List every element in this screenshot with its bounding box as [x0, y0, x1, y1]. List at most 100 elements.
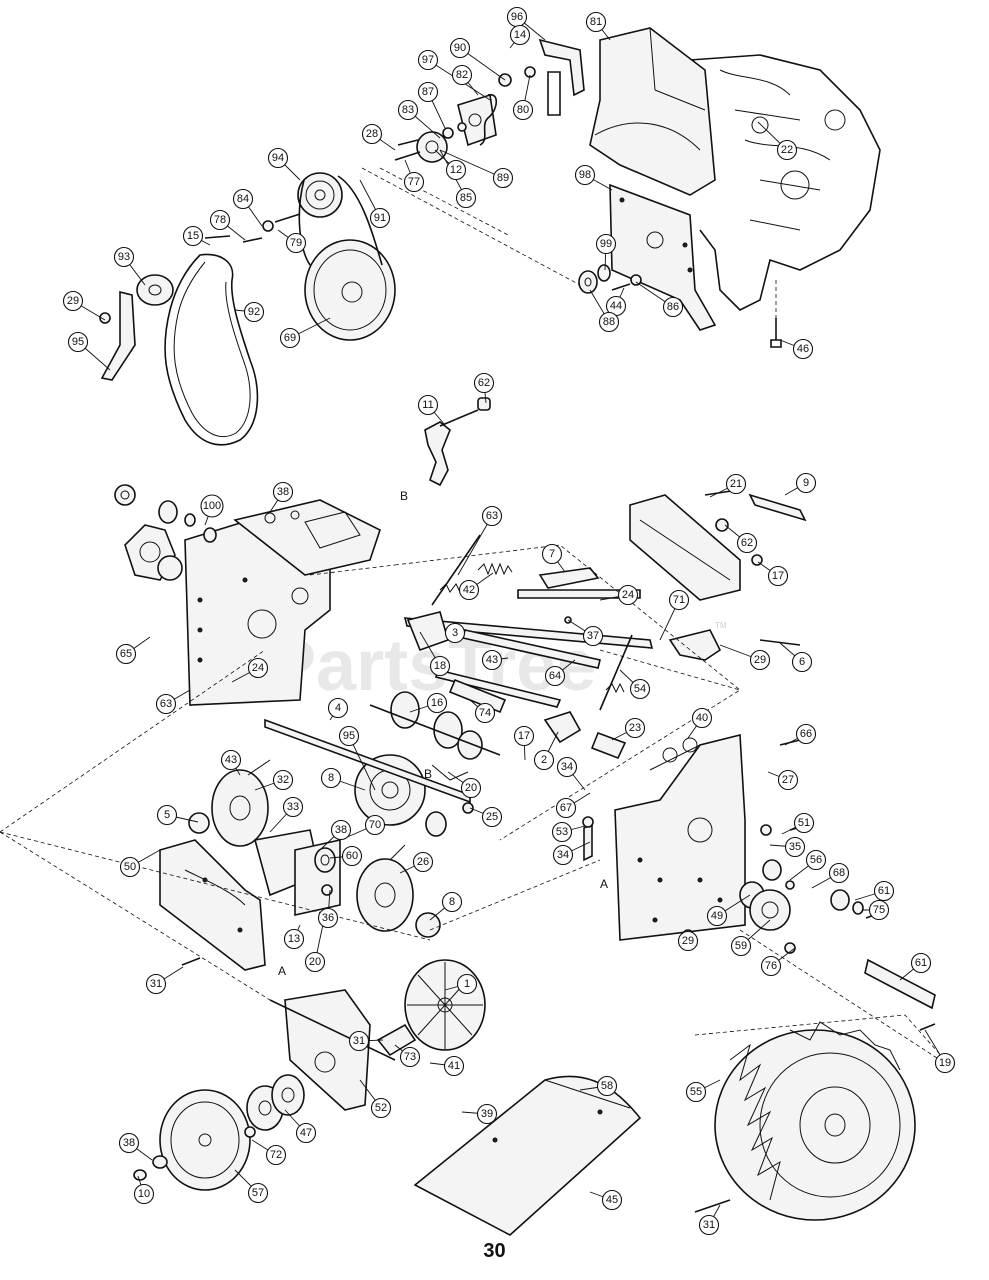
callout-4: 4: [327, 697, 349, 719]
drive-belt-pulleys: [99, 172, 396, 446]
callout-41: 41: [443, 1055, 465, 1077]
callout-number: 10: [138, 1188, 150, 1200]
callout-8: 8: [441, 891, 463, 913]
callout-number: 65: [120, 648, 132, 660]
callout-42: 42: [458, 579, 480, 601]
callout-number: 29: [754, 654, 766, 666]
gearbox-housing: [269, 989, 417, 1111]
callout-13: 13: [283, 928, 305, 950]
callout-35: 35: [784, 836, 806, 858]
fan-disc: [404, 959, 486, 1051]
callout-62: 62: [736, 532, 758, 554]
callout-49: 49: [706, 905, 728, 927]
callout-number: 90: [454, 42, 466, 54]
callout-circle: [596, 1075, 618, 1097]
callout-circle: [555, 797, 577, 819]
callout-number: 35: [789, 841, 801, 853]
callout-circle: [417, 394, 439, 416]
callout-number: 51: [798, 817, 810, 829]
leader-line: [439, 149, 504, 179]
callout-circle: [118, 1132, 140, 1154]
callout-number: 29: [682, 935, 694, 947]
callout-34: 34: [556, 756, 578, 778]
callout-circle: [795, 723, 817, 745]
callout-circle: [370, 1097, 392, 1119]
callout-76: 76: [760, 955, 782, 977]
callout-number: 71: [673, 594, 685, 606]
callout-circle: [668, 589, 690, 611]
callout-86: 86: [662, 296, 684, 318]
callout-number: 28: [366, 128, 378, 140]
callout-10: 10: [133, 1183, 155, 1205]
callout-circle: [247, 657, 269, 679]
callout-25: 25: [481, 806, 503, 828]
callout-90: 90: [449, 37, 471, 59]
callout-circle: [552, 844, 574, 866]
callout-circle: [443, 1055, 465, 1077]
callout-circle: [119, 856, 141, 878]
callout-12: 12: [445, 159, 467, 181]
callout-circle: [556, 756, 578, 778]
callout-number: 62: [478, 377, 490, 389]
callout-31: 31: [348, 1030, 370, 1052]
callout-circle: [304, 951, 326, 973]
callout-number: 8: [449, 896, 455, 908]
callout-number: 20: [309, 956, 321, 968]
callout-19: 19: [934, 1052, 956, 1074]
marker-b-lever: B: [400, 489, 408, 503]
callout-number: 85: [460, 192, 472, 204]
callout-number: 54: [634, 683, 646, 695]
callout-7: 7: [541, 543, 563, 565]
callout-circle: [247, 1182, 269, 1204]
callout-circle: [458, 579, 480, 601]
callout-circle: [513, 725, 535, 747]
callout-53: 53: [551, 821, 573, 843]
callout-14: 14: [509, 24, 531, 46]
callout-circle: [327, 697, 349, 719]
callout-circle: [426, 692, 448, 714]
callout-circle: [629, 678, 651, 700]
callout-number: 94: [272, 152, 284, 164]
callout-number: 70: [369, 819, 381, 831]
callout-16: 16: [426, 692, 448, 714]
callout-89: 89: [492, 167, 514, 189]
callout-88: 88: [598, 311, 620, 333]
callout-number: 5: [164, 809, 170, 821]
callout-number: 40: [696, 712, 708, 724]
callout-66: 66: [795, 723, 817, 745]
callout-number: 3: [452, 627, 458, 639]
tire-wheel: [694, 1021, 936, 1221]
callout-circle: [481, 649, 503, 671]
callout-number: 89: [497, 172, 509, 184]
callout-number: 19: [939, 1057, 951, 1069]
callout-number: 34: [561, 761, 573, 773]
callout-circle: [481, 505, 503, 527]
callout-71: 71: [668, 589, 690, 611]
callout-96: 96: [506, 6, 528, 28]
callout-27: 27: [777, 769, 799, 791]
callout-95: 95: [67, 331, 89, 353]
callout-circle: [364, 814, 386, 836]
callout-94: 94: [267, 147, 289, 169]
callout-number: 15: [187, 230, 199, 242]
lower-left-frame: [159, 839, 266, 971]
callout-number: 84: [237, 193, 249, 205]
callout-number: 75: [873, 904, 885, 916]
callout-circle: [399, 1046, 421, 1068]
callout-circle: [182, 225, 204, 247]
callout-number: 57: [252, 1187, 264, 1199]
page-number: 30: [483, 1240, 506, 1262]
callout-circle: [295, 1122, 317, 1144]
callout-22: 22: [776, 139, 798, 161]
callout-circle: [595, 233, 617, 255]
callout-circle: [397, 99, 419, 121]
callout-number: 21: [730, 478, 742, 490]
callout-38: 38: [118, 1132, 140, 1154]
callout-5: 5: [156, 804, 178, 826]
callout-32: 32: [272, 769, 294, 791]
callout-31: 31: [698, 1214, 720, 1236]
callout-number: 61: [878, 885, 890, 897]
callout-number: 97: [422, 54, 434, 66]
callout-54: 54: [629, 678, 651, 700]
